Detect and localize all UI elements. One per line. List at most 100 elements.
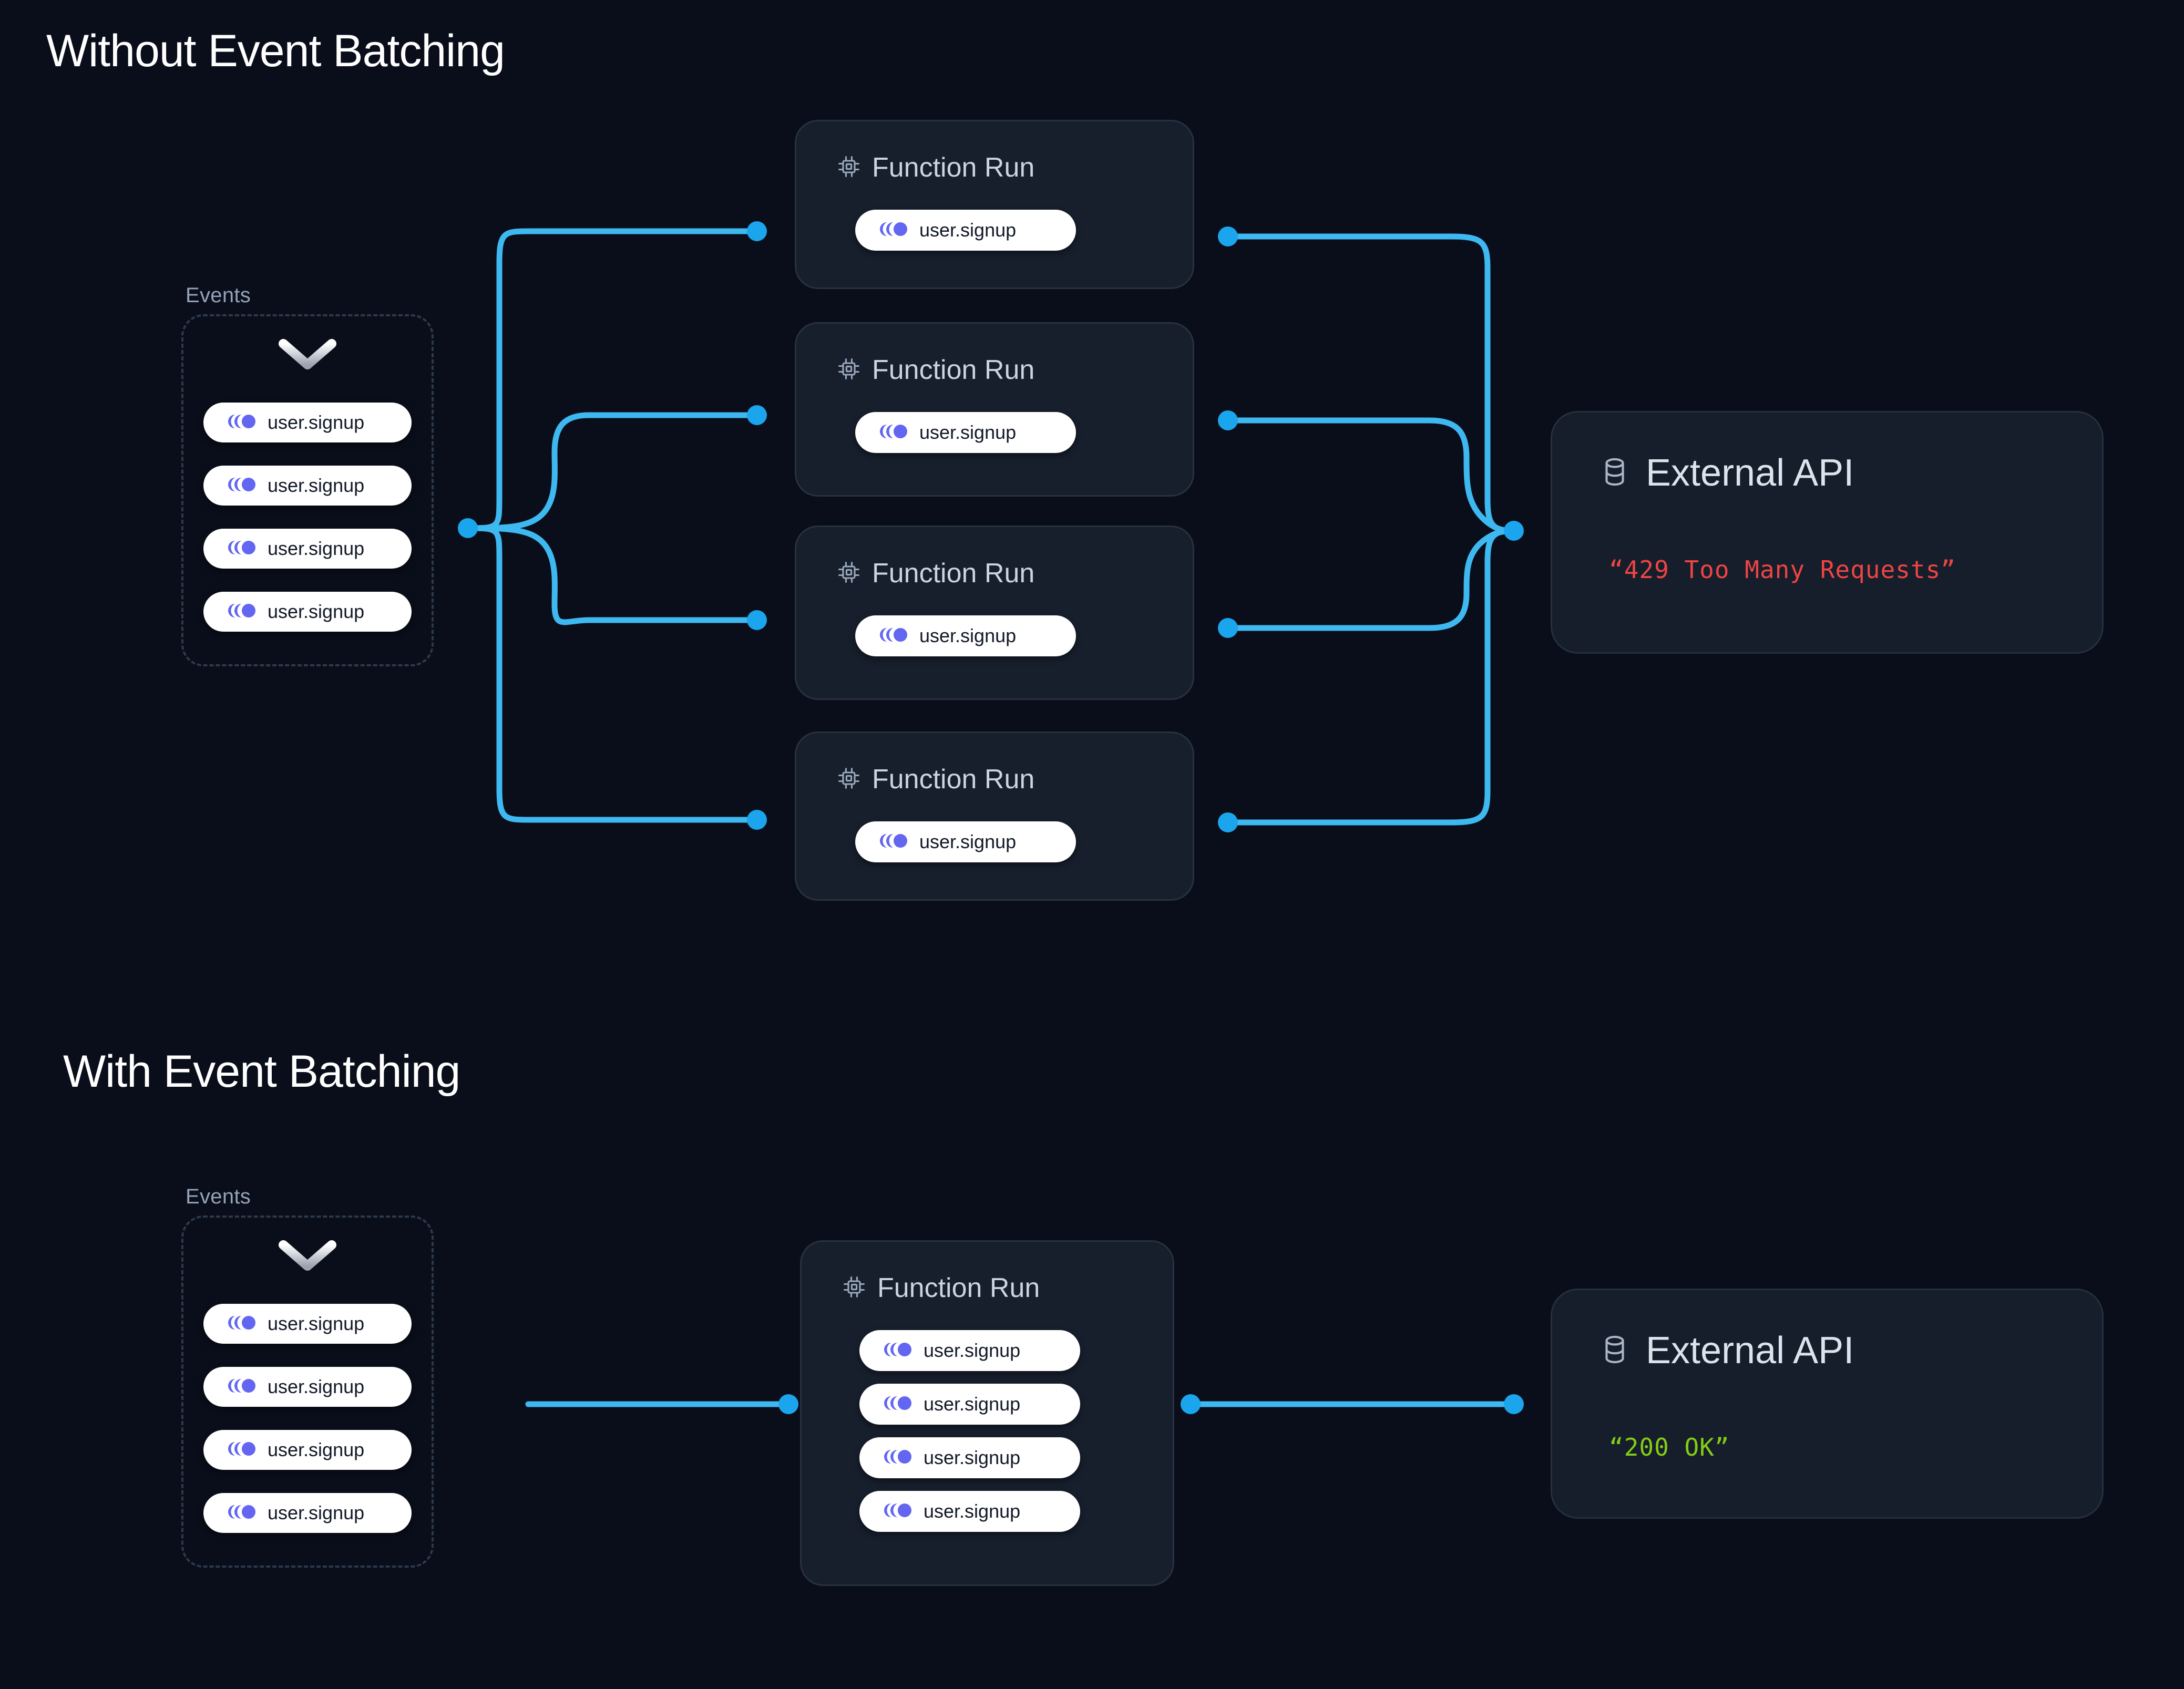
- function-run-card[interactable]: Function Run user.signup: [795, 526, 1194, 700]
- function-run-title: Function Run: [872, 152, 1035, 183]
- event-pill[interactable]: user.signup: [203, 1367, 412, 1407]
- events-pill-list: user.signup user.signup: [183, 403, 432, 632]
- external-api-status: “200 OK”: [1609, 1433, 1730, 1461]
- events-dashed-container: user.signup user.signup: [181, 1216, 434, 1568]
- event-pill-label: user.signup: [268, 1313, 365, 1334]
- wire-in-2: [1225, 417, 1517, 534]
- wire-out-1: [465, 228, 760, 531]
- cpu-chip-icon: [837, 357, 860, 383]
- event-pill[interactable]: user.signup: [203, 529, 412, 569]
- external-api-header: External API: [1598, 1329, 1854, 1372]
- event-trail-icon: [878, 422, 908, 444]
- event-pill[interactable]: user.signup: [203, 1493, 412, 1533]
- connector-dot-batch-fn-out: [1181, 1394, 1201, 1414]
- wire-in-4: [1225, 528, 1517, 826]
- function-run-card[interactable]: Function Run user.signup: [795, 120, 1194, 289]
- event-trail-icon: [227, 601, 256, 623]
- event-pill[interactable]: user.signup: [203, 592, 412, 632]
- event-pill-label: user.signup: [919, 421, 1017, 443]
- event-pill[interactable]: user.signup: [203, 466, 412, 506]
- event-pill-label: user.signup: [268, 601, 365, 622]
- event-pill[interactable]: user.signup: [855, 821, 1076, 862]
- event-pill[interactable]: user.signup: [855, 210, 1076, 251]
- event-trail-icon: [883, 1394, 912, 1415]
- function-run-header: Function Run: [837, 764, 1034, 795]
- event-pill-label: user.signup: [268, 475, 365, 496]
- event-pill-label: user.signup: [268, 538, 365, 559]
- function-run-card[interactable]: Function Run user.signup: [795, 732, 1194, 901]
- event-trail-icon: [227, 1313, 256, 1335]
- external-api-card[interactable]: External API “429 Too Many Requests”: [1551, 411, 2104, 654]
- event-trail-icon: [227, 475, 256, 497]
- event-trail-icon: [878, 831, 908, 853]
- event-pill-label: user.signup: [268, 1376, 365, 1397]
- event-trail-icon: [878, 625, 908, 647]
- wire-out-4: [465, 525, 760, 823]
- function-run-header: Function Run: [837, 354, 1034, 386]
- event-trail-icon: [227, 538, 256, 560]
- event-trail-icon: [227, 1439, 256, 1461]
- connector-dot-fn1-in: [747, 221, 767, 241]
- section-title-without-batching: Without Event Batching: [46, 26, 505, 76]
- function-run-event-list: user.signup: [855, 615, 1076, 656]
- event-pill[interactable]: user.signup: [203, 1304, 412, 1344]
- external-api-header: External API: [1598, 451, 1854, 495]
- event-pill-label: user.signup: [924, 1340, 1021, 1361]
- section-title-with-batching: With Event Batching: [63, 1046, 460, 1097]
- connector-dot-fn4-out: [1218, 812, 1238, 832]
- function-run-title: Function Run: [872, 764, 1035, 795]
- function-run-event-list: user.signup user.signup: [859, 1330, 1080, 1532]
- event-pill[interactable]: user.signup: [859, 1491, 1080, 1532]
- event-pill-label: user.signup: [924, 1393, 1021, 1415]
- event-trail-icon: [883, 1501, 912, 1522]
- event-trail-icon: [227, 412, 256, 434]
- connector-dot-fn3-in: [747, 610, 767, 630]
- wire-out-2: [465, 412, 760, 531]
- connector-dot-batch-fn-in: [778, 1394, 798, 1414]
- event-pill[interactable]: user.signup: [203, 1430, 412, 1470]
- wire-in-1: [1225, 233, 1517, 534]
- event-trail-icon: [883, 1447, 912, 1469]
- event-pill-label: user.signup: [919, 219, 1017, 241]
- function-run-header: Function Run: [837, 152, 1034, 183]
- cpu-chip-icon: [837, 561, 860, 586]
- event-pill[interactable]: user.signup: [859, 1384, 1080, 1425]
- external-api-title: External API: [1646, 452, 1854, 494]
- cpu-chip-icon: [837, 767, 860, 792]
- event-pill-label: user.signup: [268, 1502, 365, 1523]
- connector-dot-batch-api-in: [1504, 1394, 1524, 1414]
- event-pill[interactable]: user.signup: [859, 1330, 1080, 1371]
- event-pill[interactable]: user.signup: [855, 615, 1076, 656]
- external-api-card[interactable]: External API “200 OK”: [1551, 1289, 2104, 1519]
- cpu-chip-icon: [837, 155, 860, 181]
- database-icon: [1598, 456, 1631, 491]
- events-dashed-container: user.signup user.signup: [181, 314, 434, 666]
- event-pill-label: user.signup: [268, 1439, 365, 1460]
- event-pill-label: user.signup: [924, 1447, 1021, 1468]
- connector-dot-fn3-out: [1218, 618, 1238, 638]
- events-label: Events: [186, 284, 251, 307]
- wire-out-3: [465, 525, 760, 625]
- database-icon: [1598, 1333, 1631, 1368]
- connector-dot-fn1-out: [1218, 226, 1238, 246]
- events-pill-list: user.signup user.signup: [183, 1304, 432, 1533]
- function-run-header: Function Run: [843, 1272, 1040, 1304]
- event-pill[interactable]: user.signup: [855, 412, 1076, 453]
- function-run-event-list: user.signup: [855, 210, 1076, 251]
- wire-in-3: [1225, 528, 1517, 631]
- chevron-down-icon: [276, 1237, 339, 1273]
- event-pill[interactable]: user.signup: [859, 1437, 1080, 1478]
- connector-dot-fn2-in: [747, 405, 767, 425]
- event-pill-label: user.signup: [268, 411, 365, 433]
- events-label: Events: [186, 1185, 251, 1208]
- function-run-event-list: user.signup: [855, 821, 1076, 862]
- function-run-card[interactable]: Function Run user.signup: [800, 1240, 1174, 1586]
- function-run-title: Function Run: [872, 355, 1035, 385]
- function-run-title: Function Run: [877, 1273, 1040, 1303]
- event-pill[interactable]: user.signup: [203, 403, 412, 442]
- event-pill-label: user.signup: [924, 1500, 1021, 1522]
- function-run-card[interactable]: Function Run user.signup: [795, 322, 1194, 497]
- external-api-status: “429 Too Many Requests”: [1609, 555, 1956, 584]
- function-run-event-list: user.signup: [855, 412, 1076, 453]
